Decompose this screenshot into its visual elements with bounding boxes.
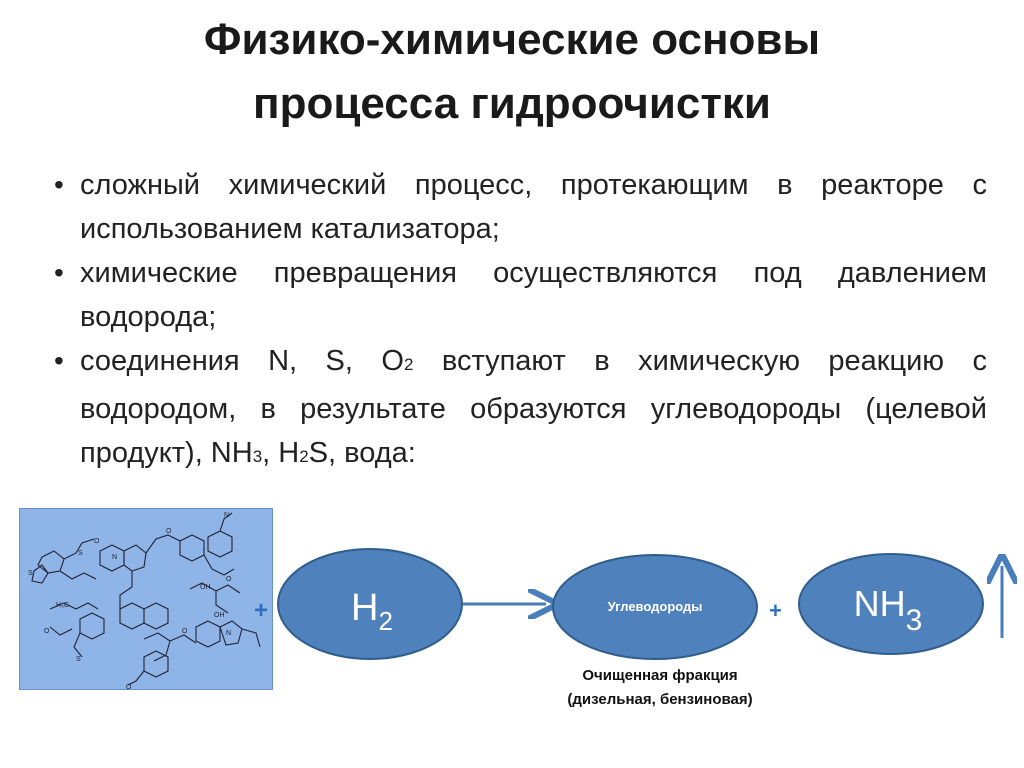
bullet-3-text-a: соединения N, S, O [80,345,404,377]
svg-text:O: O [94,538,100,545]
bullet-3-sub-nh3: 3 [252,447,263,466]
svg-text:N: N [112,554,117,561]
molecular-structure-icon: S S O N O N O H₃C O S O OH N O OH [19,508,273,691]
node-h2 [277,548,463,660]
bullet-3-sub-h2s: 2 [299,447,309,466]
svg-text:S: S [76,656,81,663]
caption-line-2: (дизельная, бензиновая) [567,691,753,708]
product-caption: Очищенная фракция (дизельная, бензиновая… [540,664,780,712]
node-h2-label: H2 [351,587,393,636]
svg-text:S: S [28,570,33,577]
bullet-3-sub-o2: 2 [403,355,414,374]
slide-title: Физико-химические основы процесса гидроо… [0,8,1024,136]
svg-text:O: O [166,528,172,535]
node-nh3-main: NH [854,583,906,624]
bullet-3-text-d: S, вода: [308,437,416,469]
node-hydrocarbons [552,554,758,660]
svg-text:OH: OH [214,612,225,619]
svg-text:O: O [126,684,132,689]
bullet-item-2: химические превращения осуществляются по… [52,251,987,339]
node-nh3 [798,553,984,655]
svg-text:O: O [226,576,232,583]
svg-text:S: S [78,550,83,557]
molecule-drawing: S S O N O N O H₃C O S O OH N O OH [28,512,261,691]
svg-text:N: N [224,512,229,519]
svg-text:N: N [226,630,231,637]
node-nh3-label: NH3 [854,583,923,637]
node-h2-sub: 2 [378,606,392,636]
title-line-2: процесса гидроочистки [253,79,771,128]
bullet-3-text-c: , H [262,437,300,469]
plus-right: + [769,598,782,623]
bullet-item-3: соединения N, S, O2 вступают в химическу… [52,339,987,479]
svg-text:O: O [182,628,188,635]
bullet-list: сложный химический процесс, протекающим … [52,163,987,479]
svg-text:O: O [44,628,50,635]
node-h2-main: H [351,587,378,629]
bullet-item-1: сложный химический процесс, протекающим … [52,163,987,251]
svg-text:OH: OH [200,584,211,591]
caption-line-1: Очищенная фракция [582,667,738,684]
node-nh3-sub: 3 [906,604,923,637]
title-line-1: Физико-химические основы [203,15,821,64]
svg-text:H₃C: H₃C [56,602,69,609]
node-hydrocarbons-label: Углеводороды [608,599,703,614]
bullet-3-text-b: вступают в химическую реакцию с водородо… [80,345,987,469]
